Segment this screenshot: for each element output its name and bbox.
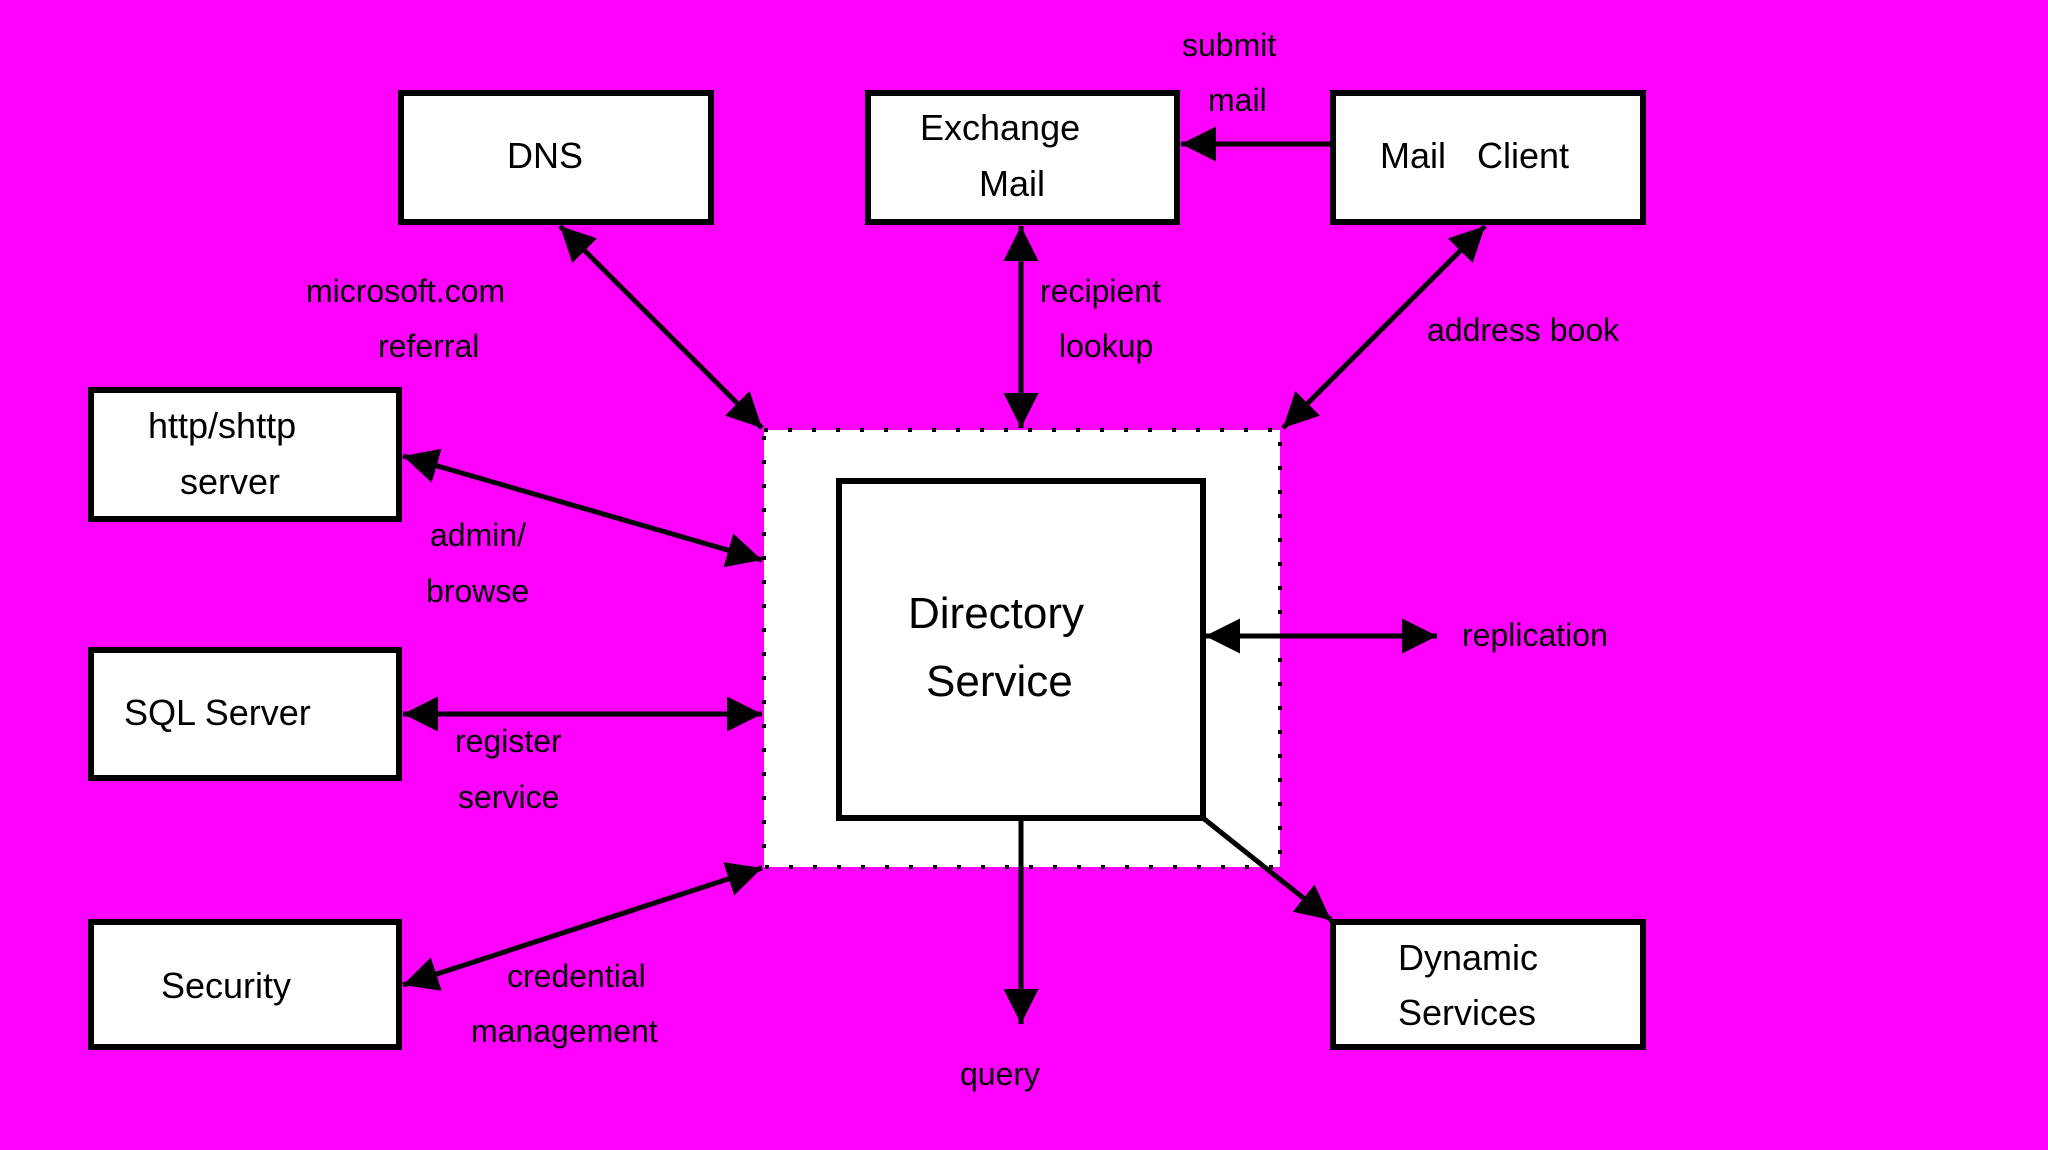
node-label-line: Service (926, 657, 1073, 706)
node-label-line: Mail (1380, 135, 1446, 176)
node-dns[interactable]: DNS (398, 90, 714, 225)
edge-label-register-service: register service (455, 723, 562, 815)
node-http-server[interactable]: http/shttp server (88, 387, 402, 522)
edge-label-replication: replication (1462, 617, 1608, 653)
node-label-line: DNS (507, 135, 583, 176)
node-label-line: Directory (908, 589, 1084, 638)
node-label-line: Dynamic (1398, 937, 1538, 978)
edge-label-line: management (471, 1013, 658, 1049)
edge-label-line: recipient (1040, 273, 1161, 309)
node-sql-server[interactable]: SQL Server (88, 647, 402, 781)
edge-label-line: microsoft.com (306, 273, 505, 309)
edge-dns-directory (558, 224, 764, 430)
edge-label-line: submit (1182, 27, 1276, 63)
node-exchange-mail[interactable]: Exchange Mail (865, 90, 1180, 225)
edge-label-line: service (458, 779, 559, 815)
edge-label-recipient-lookup: recipient lookup (1040, 273, 1161, 364)
edge-label-line: admin/ (430, 517, 526, 553)
node-label-line: Security (161, 965, 291, 1006)
edge-label-line: mail (1208, 82, 1267, 118)
edge-label-line: query (960, 1056, 1040, 1092)
node-security[interactable]: Security (88, 919, 402, 1050)
edge-label-line: browse (426, 573, 529, 609)
node-directory-service[interactable]: Directory Service (836, 478, 1206, 821)
edge-label-line: referral (378, 328, 479, 364)
node-label-line: http/shttp (148, 405, 296, 446)
edge-http-directory (402, 448, 763, 568)
edge-label-query: query (960, 1056, 1040, 1092)
node-label-line: Exchange (920, 107, 1080, 148)
edge-label-line: credential (507, 958, 646, 994)
node-label-line: Mail (979, 163, 1045, 204)
edge-label-address-book: address book (1427, 312, 1620, 348)
edge-directory-dynamic (1201, 816, 1333, 922)
node-label-line: Client (1477, 135, 1569, 176)
edge-label-dns-referral: microsoft.com referral (306, 273, 505, 364)
edge-label-credential-management: credential management (471, 958, 658, 1049)
edge-label-line: replication (1462, 617, 1608, 653)
edge-label-line: address book (1427, 312, 1620, 348)
node-label-line: SQL Server (124, 692, 311, 733)
node-dynamic-services[interactable]: Dynamic Services (1330, 919, 1646, 1050)
node-label-line: server (180, 461, 280, 502)
edge-label-submit-mail: submit mail (1182, 27, 1276, 118)
node-label-line: Services (1398, 992, 1536, 1033)
edge-label-line: register (455, 723, 562, 759)
edge-label-admin-browse: admin/ browse (426, 517, 529, 609)
edge-security-directory (402, 862, 763, 991)
node-mail-client[interactable]: Mail Client (1330, 90, 1646, 225)
edge-label-line: lookup (1059, 328, 1153, 364)
edge-mailclient-directory (1281, 224, 1487, 430)
